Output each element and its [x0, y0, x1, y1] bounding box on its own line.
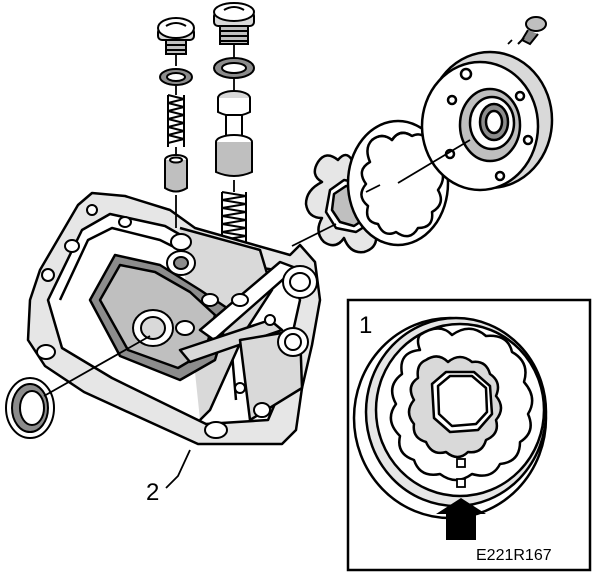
indicator-arrow — [436, 498, 486, 540]
alignment-marks — [456, 458, 466, 488]
plug-bolt-left — [157, 17, 195, 55]
callout-2-leader — [165, 449, 191, 489]
assembly-lines — [43, 39, 513, 397]
seal-ring-left — [159, 68, 193, 86]
callout-2-label: 2 — [146, 479, 159, 506]
figure-code: E221R167 — [476, 547, 552, 564]
spring-left — [167, 94, 185, 147]
seal-ring-right — [213, 57, 255, 79]
housing-bores — [36, 204, 318, 439]
shaft-seal — [5, 377, 55, 439]
outer-rotor — [346, 119, 450, 247]
cover-plate — [420, 50, 554, 192]
pump-housing — [26, 191, 322, 446]
relief-valve-piston — [215, 90, 253, 177]
inset-rotor-detail — [352, 316, 548, 520]
callout-1-label: 1 — [359, 312, 372, 339]
cover-screw — [517, 16, 547, 46]
sleeve-left — [164, 154, 188, 193]
plug-bolt-right — [213, 2, 255, 45]
